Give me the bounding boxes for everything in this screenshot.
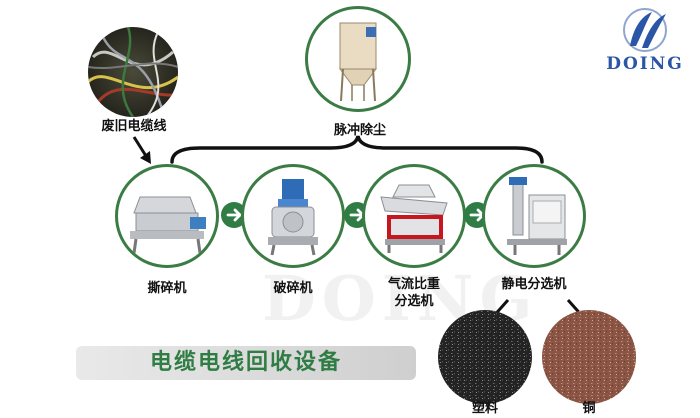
dust-removal-label: 脉冲除尘 bbox=[333, 123, 386, 138]
shredder-machine bbox=[115, 164, 219, 268]
page-title: 电缆电线回收设备 bbox=[149, 350, 342, 375]
plastic-output-photo bbox=[438, 310, 532, 404]
step-3-label-line2: 分选机 bbox=[394, 294, 434, 309]
step-3-label-line1: 气流比重 bbox=[387, 277, 440, 292]
copper-label: 铜 bbox=[582, 401, 596, 416]
electrostatic-separator-machine bbox=[482, 164, 586, 268]
step-4-label: 静电分选机 bbox=[501, 277, 567, 292]
step-1-label: 撕碎机 bbox=[147, 281, 187, 296]
step-2-label: 破碎机 bbox=[273, 281, 313, 296]
title-banner: 电缆电线回收设备 bbox=[76, 346, 416, 380]
plastic-label: 塑料 bbox=[471, 401, 498, 416]
dust-collector-photo bbox=[305, 6, 411, 112]
waste-cable-label: 废旧电缆线 bbox=[101, 119, 167, 134]
logo-mark-icon bbox=[623, 8, 667, 52]
logo-text: DOING bbox=[606, 54, 684, 74]
logo: DOING bbox=[600, 6, 690, 76]
crusher-machine bbox=[241, 164, 345, 268]
waste-cable-photo bbox=[88, 27, 178, 117]
copper-output-photo bbox=[542, 310, 636, 404]
gravity-separator-machine bbox=[362, 164, 466, 268]
